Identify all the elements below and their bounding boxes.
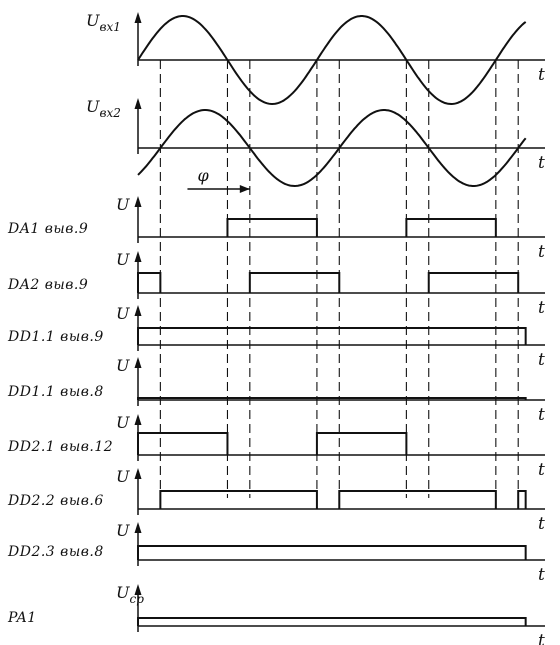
- t-axis-label: t: [538, 631, 545, 645]
- y-axis-label: U: [116, 195, 130, 214]
- t-axis-label: t: [538, 298, 545, 318]
- trace-row-da1: t U DA1 выв.9: [7, 195, 545, 262]
- t-axis-label: t: [538, 460, 545, 480]
- y-axis-arrow-icon: [134, 414, 142, 425]
- pulse-1: [405, 218, 497, 237]
- signal-label: DD1.1 выв.9: [7, 329, 104, 345]
- y-axis-arrow-icon: [134, 584, 142, 595]
- y-axis-arrow-icon: [134, 98, 142, 109]
- y-axis-label: Uср: [116, 583, 144, 606]
- pulse-0: [137, 397, 527, 400]
- y-axis-arrow-icon: [134, 522, 142, 533]
- pulse-1: [315, 432, 408, 455]
- y-axis-arrow-icon: [134, 357, 142, 368]
- pulse-0: [137, 617, 527, 626]
- pulse-0: [137, 432, 229, 455]
- pulse-0: [226, 218, 318, 237]
- t-axis-label: t: [538, 350, 545, 370]
- t-axis-label: t: [538, 565, 545, 585]
- y-axis-label: U: [116, 521, 130, 540]
- sine-wave: [137, 15, 527, 106]
- y-axis-arrow-icon: [134, 251, 142, 262]
- y-axis-label: Uвх2: [86, 97, 121, 120]
- trace-row-dd22-6: t U DD2.2 выв.6: [7, 467, 545, 534]
- y-axis-label: U: [116, 413, 130, 432]
- pulse-0: [137, 272, 162, 293]
- pulse-2: [517, 490, 527, 509]
- t-axis-label: t: [538, 153, 545, 173]
- signal-label: DD2.3 выв.8: [7, 544, 104, 560]
- trace-row-da2: t U DA2 выв.9: [7, 250, 545, 318]
- trace-row-u-in1: t Uвх1: [86, 11, 545, 106]
- t-axis-label: t: [538, 405, 545, 425]
- phase-marker: φ: [187, 166, 250, 193]
- pulse-1: [248, 272, 341, 293]
- sine-wave: [137, 109, 527, 188]
- trace-row-dd11-8: t U DD1.1 выв.8: [7, 356, 545, 425]
- pulse-0: [159, 490, 318, 509]
- trace-row-u-in2: t Uвх2: [86, 97, 545, 188]
- signal-label: DA2 выв.9: [7, 277, 88, 293]
- y-axis-arrow-icon: [134, 468, 142, 479]
- signal-label: DD2.1 выв.12: [7, 439, 113, 455]
- t-axis-label: t: [538, 65, 545, 85]
- y-axis-label: U: [116, 250, 130, 269]
- y-axis-label: U: [116, 356, 130, 375]
- y-axis-label: Uвх1: [86, 11, 121, 34]
- signal-label: PA1: [7, 610, 37, 626]
- trace-row-dd11-9: t U DD1.1 выв.9: [7, 304, 545, 370]
- t-axis-label: t: [538, 514, 545, 534]
- y-axis-label: U: [116, 304, 130, 323]
- phase-arrow-head-icon: [239, 185, 250, 193]
- pulse-2: [427, 272, 520, 293]
- pulse-1: [338, 490, 497, 509]
- pulse-0: [137, 545, 527, 560]
- trace-row-dd23-8: t U DD2.3 выв.8: [7, 521, 545, 585]
- y-axis-arrow-icon: [134, 305, 142, 316]
- signal-label: DD1.1 выв.8: [7, 384, 104, 400]
- t-axis-label: t: [538, 242, 545, 262]
- signal-label: DA1 выв.9: [7, 221, 88, 237]
- pulse-0: [137, 327, 527, 345]
- y-axis-arrow-icon: [134, 196, 142, 207]
- y-axis-label: U: [116, 467, 130, 486]
- signal-label: DD2.2 выв.6: [7, 493, 104, 509]
- phase-label: φ: [197, 166, 209, 185]
- y-axis-arrow-icon: [134, 12, 142, 23]
